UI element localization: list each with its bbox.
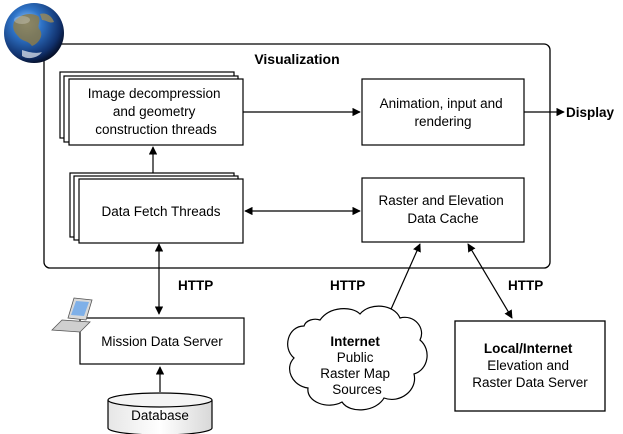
arrow-cache-local-server: [467, 243, 513, 319]
image-decompression-line: Image decompression: [88, 86, 221, 101]
local-server-box: Local/Internet Elevation and Raster Data…: [454, 320, 606, 412]
animation-line: rendering: [414, 114, 471, 129]
local-server-line: Elevation and: [487, 358, 569, 373]
internet-title: Internet: [330, 334, 380, 349]
svg-text:Image decompression and: Image decompression and geometry constru…: [88, 86, 225, 137]
svg-text:Animation, input and ren: Animation, input and rendering: [380, 96, 507, 129]
database-icon: Database: [107, 392, 213, 434]
svg-text:Local/Internet Elevation: Local/Internet Elevation and Raster Data…: [472, 341, 588, 390]
http-label-right: HTTP: [508, 278, 543, 293]
mission-server-box: Mission Data Server: [79, 317, 245, 365]
cache-line: Data Cache: [407, 211, 478, 226]
laptop-icon: [51, 297, 93, 333]
animation-rendering-box: Animation, input and rendering: [361, 78, 525, 146]
local-server-title: Local/Internet: [484, 341, 573, 356]
arrow-cache-internet: [387, 243, 421, 317]
display-label: Display: [566, 105, 615, 120]
local-server-line: Raster Data Server: [472, 375, 588, 390]
cloud-icon: Internet Public Raster Map Sources: [287, 305, 428, 411]
internet-line: Sources: [332, 382, 382, 397]
svg-text:Internet Public Ra: Internet Public Raster Map Sources: [320, 334, 394, 397]
image-decompression-line: and geometry: [113, 104, 196, 119]
internet-line: Public: [337, 350, 374, 365]
http-label-mid: HTTP: [330, 278, 365, 293]
http-label-left: HTTP: [178, 278, 213, 293]
database-label: Database: [131, 408, 189, 423]
cache-line: Raster and Elevation: [378, 193, 503, 208]
data-fetch-box: Data Fetch Threads: [69, 172, 244, 244]
image-decompression-line: construction threads: [95, 122, 217, 137]
image-decompression-box: Image decompression and geometry constru…: [59, 71, 244, 146]
globe-icon: [4, 3, 64, 63]
data-fetch-label: Data Fetch Threads: [101, 204, 220, 219]
internet-line: Raster Map: [320, 366, 390, 381]
mission-server-label: Mission Data Server: [101, 334, 223, 349]
cache-box: Raster and Elevation Data Cache: [361, 177, 525, 243]
visualization-title: Visualization: [254, 51, 339, 67]
svg-text:Raster and Elevation Dat: Raster and Elevation Data Cache: [378, 193, 507, 226]
animation-line: Animation, input and: [380, 96, 503, 111]
